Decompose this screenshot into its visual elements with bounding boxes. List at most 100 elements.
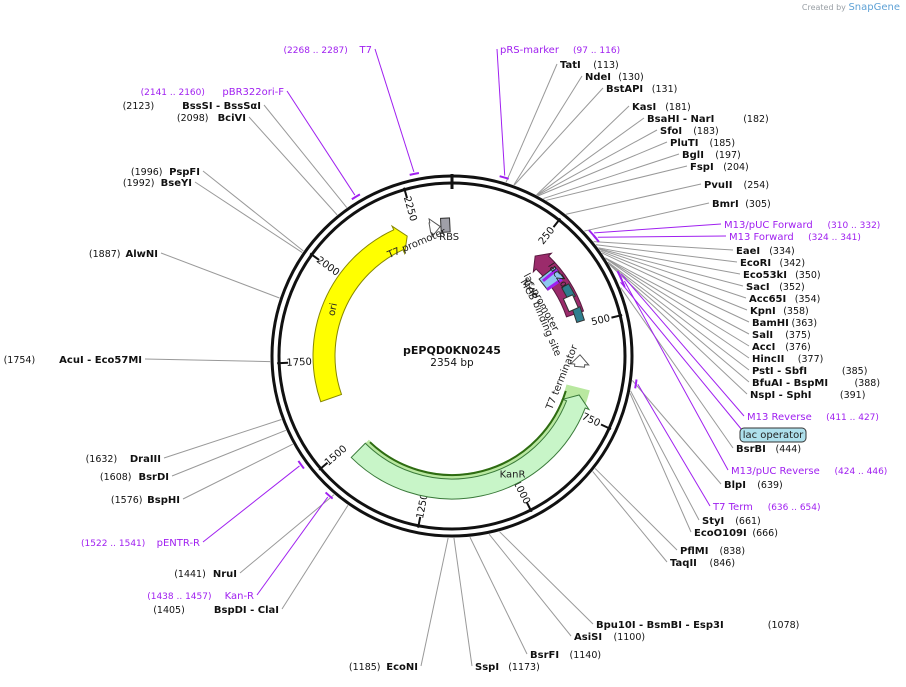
site-name-label: BstAPI [606, 84, 643, 95]
primer-m13-forward[interactable]: M13 Forward(324 .. 341) [729, 232, 861, 243]
site-sspi[interactable]: SspI(1173) [475, 662, 540, 673]
site-bsahi-nari[interactable]: BsaHI - NarI(182) [647, 114, 769, 125]
site-name-label: Eco53kI [743, 270, 787, 281]
site-bsssi-bsss-i[interactable]: BssSI - BssSαI(2123) [123, 101, 261, 112]
site-bcivi[interactable]: BciVI(2098) [177, 113, 246, 124]
primer-pentr-r[interactable]: pENTR-R(1522 .. 1541) [81, 538, 200, 549]
primer-leader-m13-puc-forward [594, 223, 722, 234]
site-bsrdi[interactable]: BsrDI(1608) [100, 472, 169, 483]
site-position-label: (185) [710, 138, 736, 149]
primer-pbr322ori-f[interactable]: pBR322ori-F(2141 .. 2160) [141, 87, 285, 98]
site-name-label: AcuI - Eco57MI [59, 355, 142, 366]
primer-arc-prs-marker [499, 175, 509, 180]
site-tati[interactable]: TatI(113) [560, 60, 619, 71]
site-kasi[interactable]: KasI(181) [632, 102, 691, 113]
site-position-label: (358) [783, 306, 809, 317]
site-eaei[interactable]: EaeI(334) [736, 246, 795, 257]
rbs-label: RBS [439, 232, 459, 243]
site-name-label: BspHI [147, 495, 180, 506]
site-nrui[interactable]: NruI(1441) [174, 569, 237, 580]
ori-label: ori [327, 302, 340, 317]
t7-promoter-feature[interactable] [428, 217, 441, 238]
site-name-label: NdeI [585, 72, 611, 83]
site-eco53ki[interactable]: Eco53kI(350) [743, 270, 821, 281]
leader-bpu10i-bsmbi-esp3i [499, 531, 594, 625]
primer-leader-t7 [374, 48, 415, 173]
primer-leader-pbr322ori-f [286, 90, 356, 196]
primer-leader-m13-puc-reverse [624, 280, 729, 471]
site-nspi-sphi[interactable]: NspI - SphI(391) [750, 390, 865, 401]
site-name-label: BlpI [724, 480, 746, 491]
primer-kan-r[interactable]: Kan-R(1438 .. 1457) [147, 591, 254, 602]
site-taqii[interactable]: TaqII(846) [670, 558, 735, 569]
site-pluti[interactable]: PluTI(185) [670, 138, 735, 149]
site-bmri[interactable]: BmrI(305) [712, 199, 771, 210]
site-bsphi[interactable]: BspHI(1576) [111, 495, 180, 506]
site-bfuai-bspmi[interactable]: BfuAI - BspMI(388) [752, 378, 880, 389]
ori-feature[interactable] [312, 224, 408, 403]
leader-pvuii [566, 183, 702, 215]
leader-ecori [595, 244, 738, 263]
site-name-label: PflMI [680, 546, 708, 557]
site-bgli[interactable]: BglI(197) [682, 150, 741, 161]
t7-terminator-feature[interactable] [569, 354, 590, 368]
tick-label-2000: 2000 [314, 255, 341, 279]
site-bstapi[interactable]: BstAPI(131) [606, 84, 677, 95]
primer-name-label: pENTR-R [157, 538, 200, 549]
lac-operator-annotation[interactable]: lac operator [739, 427, 807, 443]
site-fspi[interactable]: FspI(204) [690, 162, 749, 173]
primer-m13-puc-forward[interactable]: M13/pUC Forward(310 .. 332) [724, 220, 880, 231]
site-hincii[interactable]: HincII(377) [752, 354, 823, 365]
primer-m13-reverse[interactable]: M13 Reverse(411 .. 427) [747, 412, 879, 423]
site-sali[interactable]: SalI(375) [752, 330, 811, 341]
tick-2250 [403, 187, 409, 199]
site-ndei[interactable]: NdeI(130) [585, 72, 644, 83]
lac-operator-label: lac operator [743, 430, 804, 441]
primer-arc-t7-term [634, 379, 638, 389]
primer-t7-term[interactable]: T7 Term(636 .. 654) [712, 502, 821, 513]
site-bsrbi[interactable]: BsrBI(444) [736, 444, 801, 455]
site-bpu10i-bsmbi-esp3i[interactable]: Bpu10I - BsmBI - Esp3I(1078) [596, 620, 799, 631]
primer-prs-marker[interactable]: pRS-marker(97 .. 116) [500, 45, 620, 56]
site-styi[interactable]: StyI(661) [702, 516, 761, 527]
primer-m13-puc-reverse[interactable]: M13/pUC Reverse(424 .. 446) [731, 466, 887, 477]
site-ecori[interactable]: EcoRI(342) [740, 258, 805, 269]
site-acui-eco57mi[interactable]: AcuI - Eco57MI(1754) [4, 355, 142, 366]
site-pspfi[interactable]: PspFI(1996) [131, 167, 200, 178]
site-position-label: (204) [723, 162, 749, 173]
site-asisi[interactable]: AsiSI(1100) [574, 632, 645, 643]
leader-pflmi [594, 468, 678, 551]
site-blpi[interactable]: BlpI(639) [724, 480, 783, 491]
site-pflmi[interactable]: PflMI(838) [680, 546, 745, 557]
site-bseyi[interactable]: BseYI(1992) [123, 178, 192, 189]
leader-tati [505, 63, 558, 183]
site-draiii[interactable]: DraIII(1632) [86, 454, 161, 465]
site-psti-sbfi[interactable]: PstI - SbfI(385) [752, 366, 867, 377]
site-acc65i[interactable]: Acc65I(354) [749, 294, 820, 305]
site-ecoo109i[interactable]: EcoO109I(666) [694, 528, 778, 539]
site-name-label: BsrFI [530, 650, 559, 661]
site-position-label: (334) [769, 246, 795, 257]
leader-alwni [160, 252, 280, 299]
site-bsrfi[interactable]: BsrFI(1140) [530, 650, 601, 661]
lac-operator-leader [620, 281, 743, 431]
site-econi[interactable]: EcoNI(1185) [349, 662, 418, 673]
leader-asisi [488, 533, 572, 637]
site-kpni[interactable]: KpnI (358) [750, 306, 809, 317]
primer-arc-t7 [409, 171, 420, 176]
primer-t7[interactable]: T7(2268 .. 2287) [284, 45, 372, 56]
site-pvuii[interactable]: PvuII(254) [704, 180, 769, 191]
lac-promoter-feature[interactable] [562, 294, 579, 313]
site-alwni[interactable]: AlwNI(1887) [89, 249, 158, 260]
site-acci[interactable]: AccI(376) [752, 342, 811, 353]
site-name-label: KpnI [750, 306, 776, 317]
site-position-label: (1996) [131, 167, 163, 178]
site-bspdi-clai[interactable]: BspDI - ClaI(1405) [153, 605, 279, 616]
site-bamhi[interactable]: BamHI(363) [752, 318, 817, 329]
rbs-feature[interactable] [439, 217, 451, 233]
leader-ecoo109i [629, 393, 692, 533]
leader-styi [630, 390, 700, 521]
site-saci[interactable]: SacI(352) [746, 282, 805, 293]
kanr-feature[interactable] [350, 394, 591, 500]
site-sfoi[interactable]: SfoI(183) [660, 126, 719, 137]
